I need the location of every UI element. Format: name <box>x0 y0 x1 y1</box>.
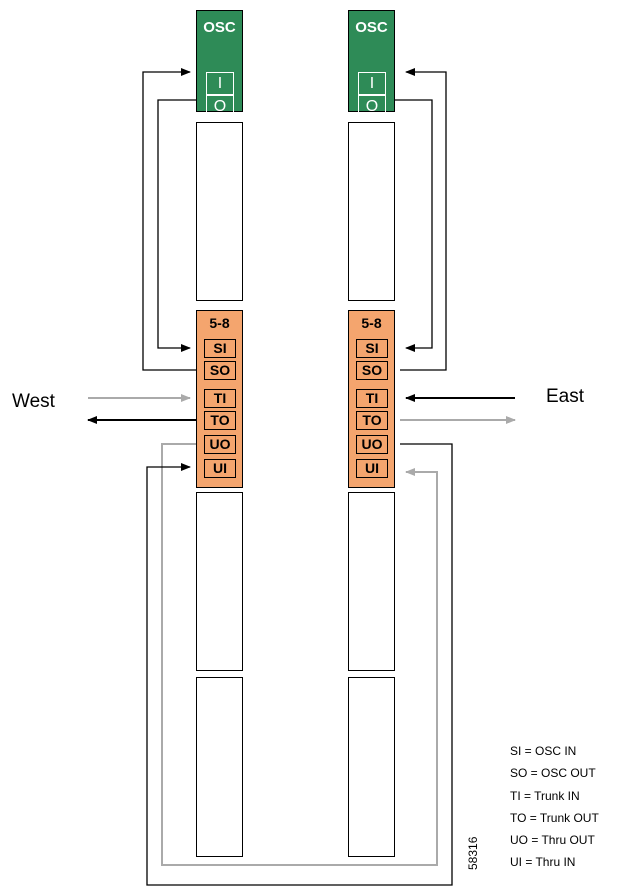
right-slot-2 <box>348 122 395 301</box>
legend-item: UI = Thru IN <box>510 855 576 870</box>
left-port-ui: UI <box>204 459 236 478</box>
left-osc-to-si-line <box>157 99 196 352</box>
right-port-ui: UI <box>356 459 388 478</box>
right-slot-4 <box>348 492 395 671</box>
right-slot-5 <box>348 677 395 857</box>
legend-item: SO = OSC OUT <box>510 766 596 781</box>
left-port-to: TO <box>204 411 236 430</box>
left-mux-label: 5-8 <box>209 315 230 331</box>
left-port-ti: TI <box>204 389 236 408</box>
right-mux-card: 5-8 SI SO TI TO UO UI <box>348 310 395 488</box>
left-osc-card: OSC I O <box>196 10 243 118</box>
west-label: West <box>12 391 55 412</box>
right-port-ti: TI <box>356 389 388 408</box>
left-port-si: SI <box>204 339 236 358</box>
left-mux-card: 5-8 SI SO TI TO UO UI <box>196 310 243 488</box>
figure-id: 58316 <box>466 836 480 870</box>
right-so-to-osc-line <box>400 68 447 371</box>
right-osc-switch-off: O <box>358 95 386 118</box>
thru-path-east-to-west <box>146 443 453 886</box>
left-port-uo: UO <box>204 435 236 454</box>
left-osc-switch-on: I <box>206 72 234 95</box>
left-slot-4 <box>196 492 243 671</box>
east-label: East <box>546 386 585 407</box>
right-osc-label: OSC <box>355 19 388 36</box>
right-osc-switch-on: I <box>358 72 386 95</box>
legend-item: TI = Trunk IN <box>510 788 580 803</box>
left-osc-label: OSC <box>203 19 236 36</box>
thru-path-west-to-east <box>161 443 438 866</box>
right-port-to: TO <box>356 411 388 430</box>
right-port-si: SI <box>356 339 388 358</box>
legend-item: UO = Thru OUT <box>510 833 595 848</box>
legend-item: SI = OSC IN <box>510 744 577 758</box>
right-port-so: SO <box>356 361 388 380</box>
left-slot-2 <box>196 122 243 301</box>
left-so-to-osc-line <box>142 68 196 371</box>
left-port-so: SO <box>204 361 236 380</box>
right-osc-card: OSC I O <box>348 10 395 118</box>
left-osc-switch-off: O <box>206 95 234 118</box>
right-mux-label: 5-8 <box>361 315 382 331</box>
right-port-uo: UO <box>356 435 388 454</box>
legend-item: TO = Trunk OUT <box>510 810 599 825</box>
left-slot-5 <box>196 677 243 857</box>
legend: SI = OSC IN SO = OSC OUT TI = Trunk IN T… <box>510 740 599 874</box>
